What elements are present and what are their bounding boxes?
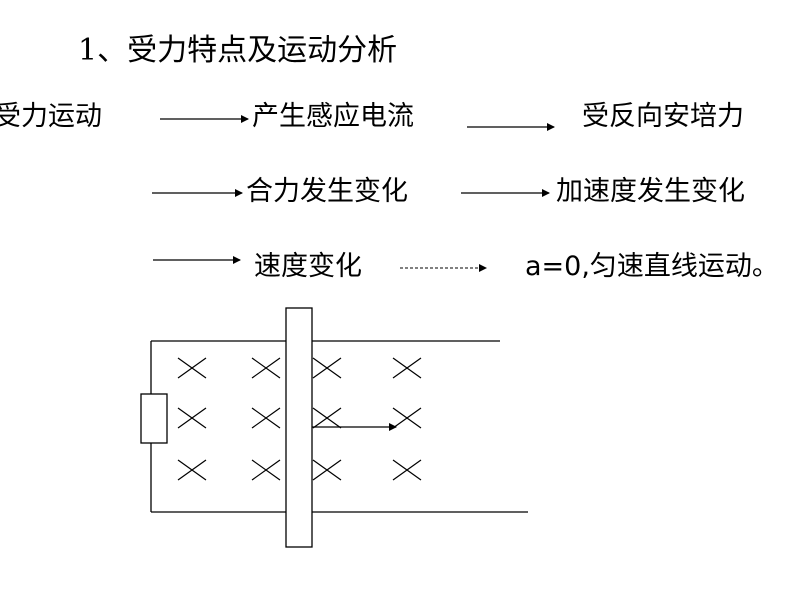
field-cross-icon	[312, 407, 342, 429]
flow-step-ampere-force: 受反向安培力	[582, 101, 744, 132]
flow-start-text: 受力运动	[0, 101, 102, 132]
page-title: 1、受力特点及运动分析	[78, 33, 398, 68]
resistor	[140, 393, 168, 444]
flow-step-induced-current: 产生感应电流	[252, 101, 414, 132]
conductor-rod	[285, 307, 313, 548]
flow-step-acceleration: 加速度发生变化	[556, 176, 745, 207]
field-cross-icon	[251, 459, 281, 481]
field-cross-icon	[177, 357, 207, 379]
flow-arrows	[152, 115, 555, 272]
field-cross-icon	[177, 407, 207, 429]
field-cross-icon	[392, 407, 422, 429]
field-cross-icon	[251, 407, 281, 429]
field-cross-icon	[392, 357, 422, 379]
circuit	[140, 340, 528, 513]
flow-result-text: a=0,匀速直线运动。	[525, 251, 779, 282]
magnetic-field-crosses	[177, 357, 422, 481]
field-cross-icon	[312, 459, 342, 481]
field-cross-icon	[392, 459, 422, 481]
field-cross-icon	[251, 357, 281, 379]
flow-step-velocity: 速度变化	[254, 251, 362, 282]
field-cross-icon	[177, 459, 207, 481]
field-cross-icon	[312, 357, 342, 379]
flow-step-net-force: 合力发生变化	[246, 176, 408, 207]
